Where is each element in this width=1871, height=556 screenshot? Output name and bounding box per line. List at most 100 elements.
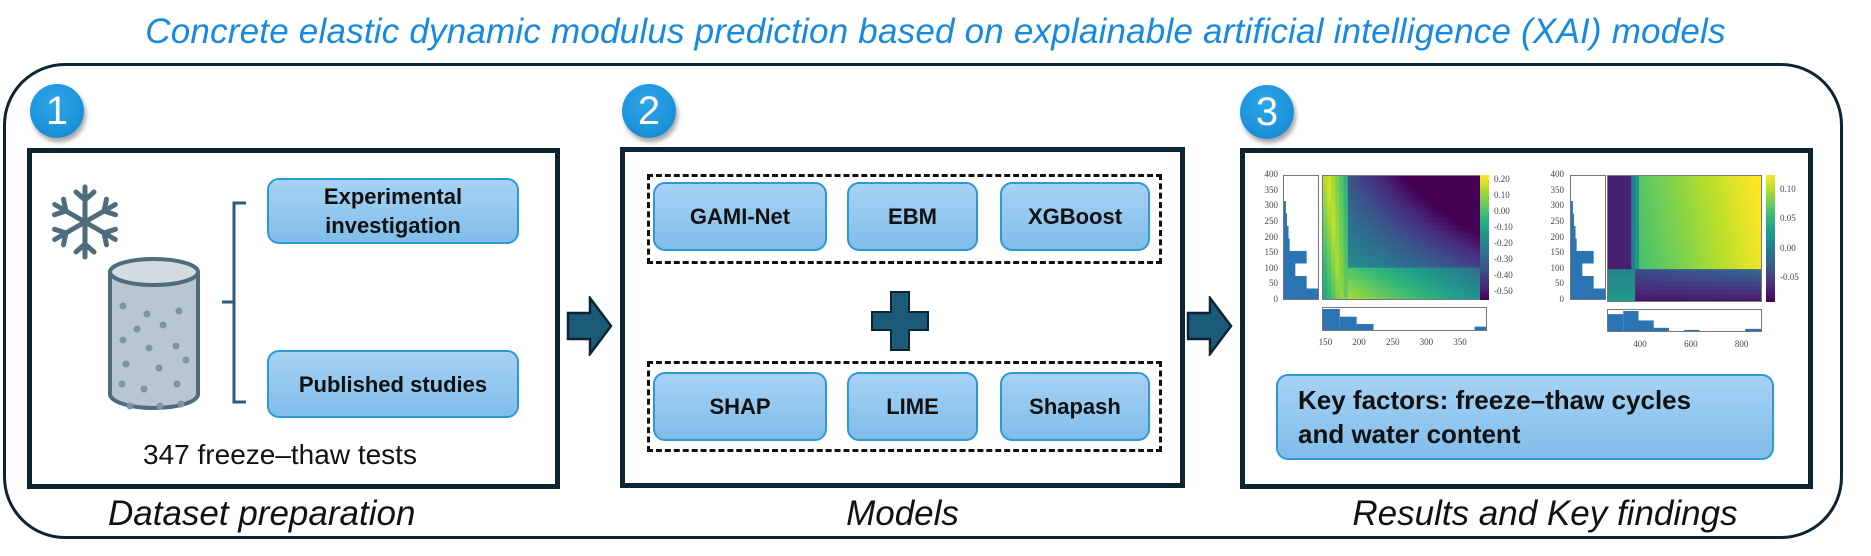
heatmap-cell (1426, 292, 1431, 298)
heatmap-cell (1658, 290, 1663, 296)
heatmap-cell (1666, 226, 1671, 232)
heatmap-cell (1360, 263, 1365, 269)
heatmap-cell (1720, 277, 1725, 283)
heatmap-cell (1384, 196, 1390, 202)
heatmap-cell (1430, 259, 1435, 265)
heatmap-cell (1646, 205, 1652, 211)
heatmap-cell (1631, 281, 1636, 287)
heatmap-cell (1623, 231, 1628, 236)
heatmap-cell (1611, 277, 1617, 283)
heatmap-cell (1450, 209, 1456, 215)
heatmap-cell (1608, 222, 1613, 228)
heatmap-cell (1450, 292, 1456, 298)
heatmap-cell (1380, 184, 1386, 190)
heatmap-cell (1751, 269, 1756, 274)
heatmap-cell (1650, 205, 1656, 211)
colorbar-segment (1766, 178, 1775, 182)
heatmap-cell (1339, 263, 1345, 269)
heatmap-cell (1413, 196, 1419, 202)
heatmap-cell (1426, 251, 1431, 256)
heatmap-cell (1393, 217, 1398, 223)
heatmap-cell (1697, 290, 1702, 296)
heatmap-cell (1389, 267, 1394, 273)
y-tick-label: 100 (1264, 262, 1279, 273)
heatmap-cell (1693, 256, 1698, 262)
y-tick-label: 400 (1550, 169, 1565, 179)
heatmap-cell (1343, 263, 1349, 269)
heatmap-cell (1701, 214, 1706, 219)
heatmap-cell (1650, 269, 1656, 274)
heatmap-cell (1417, 213, 1423, 219)
heatmap-cell (1446, 234, 1452, 240)
heatmap-cell (1384, 176, 1390, 181)
heatmap-cell (1426, 271, 1431, 277)
heatmap-cell (1639, 180, 1644, 186)
heatmap-cell (1438, 246, 1444, 252)
heatmap-cell (1331, 221, 1336, 227)
heatmap-cell (1380, 201, 1386, 206)
heatmap-cell (1693, 290, 1698, 296)
heatmap-cell (1755, 188, 1760, 194)
heatmap-cell (1654, 192, 1659, 198)
heatmap-cell (1670, 269, 1675, 274)
heatmap-cell (1434, 284, 1440, 290)
heatmap-cell (1434, 234, 1440, 240)
heatmap-cell (1646, 277, 1652, 283)
heatmap-cell (1743, 298, 1749, 301)
heatmap-cell (1708, 277, 1714, 283)
heatmap-cell (1732, 264, 1737, 270)
heatmap-cell (1417, 276, 1423, 281)
heatmap-cell (1351, 217, 1357, 223)
heatmap-cell (1393, 188, 1398, 194)
heatmap-cell (1724, 222, 1729, 228)
heatmap-cell (1409, 230, 1415, 235)
heatmap-cell (1635, 184, 1640, 190)
heatmap-cell (1442, 255, 1448, 260)
heatmap-cell (1364, 201, 1369, 206)
heatmap-cell (1331, 242, 1336, 248)
heatmap-cell (1735, 180, 1741, 186)
heatmap-cell (1327, 267, 1332, 273)
heatmap-cell (1389, 242, 1394, 248)
heatmap-cell (1720, 192, 1725, 198)
heatmap-1-main (1322, 175, 1487, 300)
heatmap-cell (1658, 197, 1663, 202)
heatmap-cell (1689, 231, 1694, 236)
heatmap-cell (1708, 176, 1714, 181)
heatmap-cell (1384, 217, 1390, 223)
heatmap-cell (1426, 196, 1431, 202)
heatmap-cell (1693, 281, 1698, 287)
heatmap-cell (1639, 231, 1644, 236)
heatmap-cell (1323, 296, 1328, 299)
heatmap-cell (1323, 246, 1328, 252)
histogram-bar (1284, 276, 1307, 289)
heatmap-cell (1450, 263, 1456, 269)
colorbar-segment (1480, 234, 1489, 239)
heatmap-cell (1639, 184, 1644, 190)
heatmap-cell (1356, 230, 1361, 235)
heatmap-cell (1635, 197, 1640, 202)
heatmap-cell (1662, 214, 1667, 219)
heatmap-cell (1356, 226, 1361, 231)
heatmap-cell (1724, 197, 1729, 202)
heatmap-cell (1650, 247, 1656, 253)
heatmap-cell (1331, 201, 1336, 206)
heatmap-cell (1673, 286, 1679, 291)
heatmap-cell (1376, 276, 1382, 281)
heatmap-cell (1759, 260, 1761, 266)
heatmap-cell (1376, 288, 1382, 294)
heatmap-cell (1442, 292, 1448, 298)
heatmap-cell (1450, 180, 1456, 185)
heatmap-cell (1459, 226, 1464, 231)
heatmap-cell (1409, 205, 1415, 210)
heatmap-cell (1720, 201, 1725, 207)
heatmap-cell (1455, 217, 1460, 223)
colorbar-segment (1766, 190, 1775, 195)
heatmap-cell (1323, 184, 1328, 190)
heatmap-cell (1384, 255, 1390, 260)
heatmap-cell (1343, 213, 1349, 219)
heatmap-cell (1728, 286, 1733, 291)
explainer-shap: SHAP (653, 372, 827, 441)
heatmap-cell (1446, 271, 1452, 277)
heatmap-cell (1720, 188, 1725, 194)
